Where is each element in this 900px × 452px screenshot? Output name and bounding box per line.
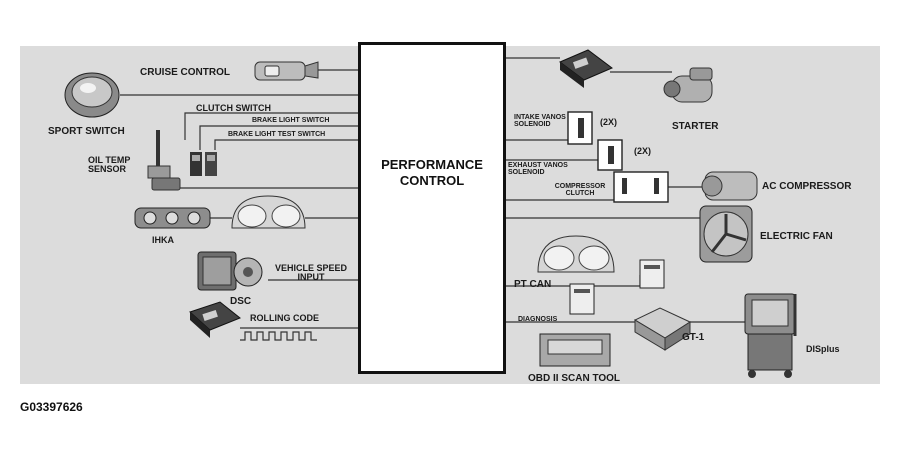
label-sport-switch: SPORT SWITCH <box>48 126 125 137</box>
compressor-clutch-icon <box>613 171 669 203</box>
dsc-icon <box>197 251 263 291</box>
instrument-cluster-right-icon <box>537 235 615 273</box>
performance-control-box: PERFORMANCE CONTROL <box>358 42 506 374</box>
label-obd-scan-tool: OBD II SCAN TOOL <box>528 373 621 384</box>
exhaust-vanos-solenoid-icon <box>597 139 623 171</box>
displus-icon <box>744 293 797 378</box>
label-electric-fan: ELECTRIC FAN <box>760 231 833 242</box>
line-rolling-wave <box>240 331 317 341</box>
brake-switch-icon <box>190 152 217 176</box>
line-brake-light-test-switch <box>214 139 358 150</box>
oil-temp-sensor-icon <box>147 130 181 191</box>
figure-id: G03397626 <box>20 400 83 414</box>
label-brake-light-test-switch: BRAKE LIGHT TEST SWITCH <box>228 131 326 138</box>
label-intake-vanos-solenoid: INTAKE VANOS SOLENOID <box>514 114 566 129</box>
label-ac-compressor: AC COMPRESSOR <box>762 181 852 192</box>
label-diagnosis: DIAGNOSIS <box>518 316 558 323</box>
intake-vanos-solenoid-icon <box>567 111 593 145</box>
label-compressor-clutch: COMPRESSOR CLUTCH <box>554 183 606 198</box>
label-exhaust-vanos-solenoid: EXHAUST VANOS SOLENOID <box>508 162 568 177</box>
label-clutch-switch: CLUTCH SWITCH <box>196 103 271 113</box>
cruise-control-icon <box>254 61 319 81</box>
diagnosis-module-icon <box>569 283 595 315</box>
electric-fan-icon <box>699 205 753 263</box>
label-displus: DISplus <box>806 344 840 354</box>
label-vehicle-speed-input: VEHICLE SPEED INPUT <box>274 263 348 283</box>
ihka-icon <box>134 207 211 229</box>
line-brake-light-switch <box>199 125 358 150</box>
label-cruise-control: CRUISE CONTROL <box>140 67 230 78</box>
ac-compressor-icon <box>701 171 758 201</box>
label-rolling-code: ROLLING CODE <box>250 313 319 323</box>
label-dsc: DSC <box>230 296 252 307</box>
gt1-icon <box>633 307 692 351</box>
performance-control-label: PERFORMANCE CONTROL <box>381 157 483 188</box>
label-count-exhaust: (2X) <box>634 146 652 156</box>
label-oil-temp-sensor: OIL TEMP SENSOR <box>88 155 131 175</box>
starter-relay-icon <box>559 49 613 88</box>
label-starter: STARTER <box>672 121 719 132</box>
starter-icon <box>663 67 713 103</box>
line-clutch-switch <box>184 112 358 140</box>
sport-switch-icon <box>64 72 120 118</box>
label-ihka: IHKA <box>152 235 174 245</box>
obd-scan-tool-icon <box>539 333 611 367</box>
instrument-cluster-left-icon <box>231 195 306 229</box>
pt-can-module-icon <box>639 259 665 289</box>
label-count-intake: (2X) <box>600 117 618 127</box>
label-gt1: GT-1 <box>682 332 705 343</box>
rolling-code-module-icon <box>189 301 241 338</box>
label-pt-can: PT CAN <box>514 279 552 290</box>
label-brake-light-switch: BRAKE LIGHT SWITCH <box>252 117 330 124</box>
